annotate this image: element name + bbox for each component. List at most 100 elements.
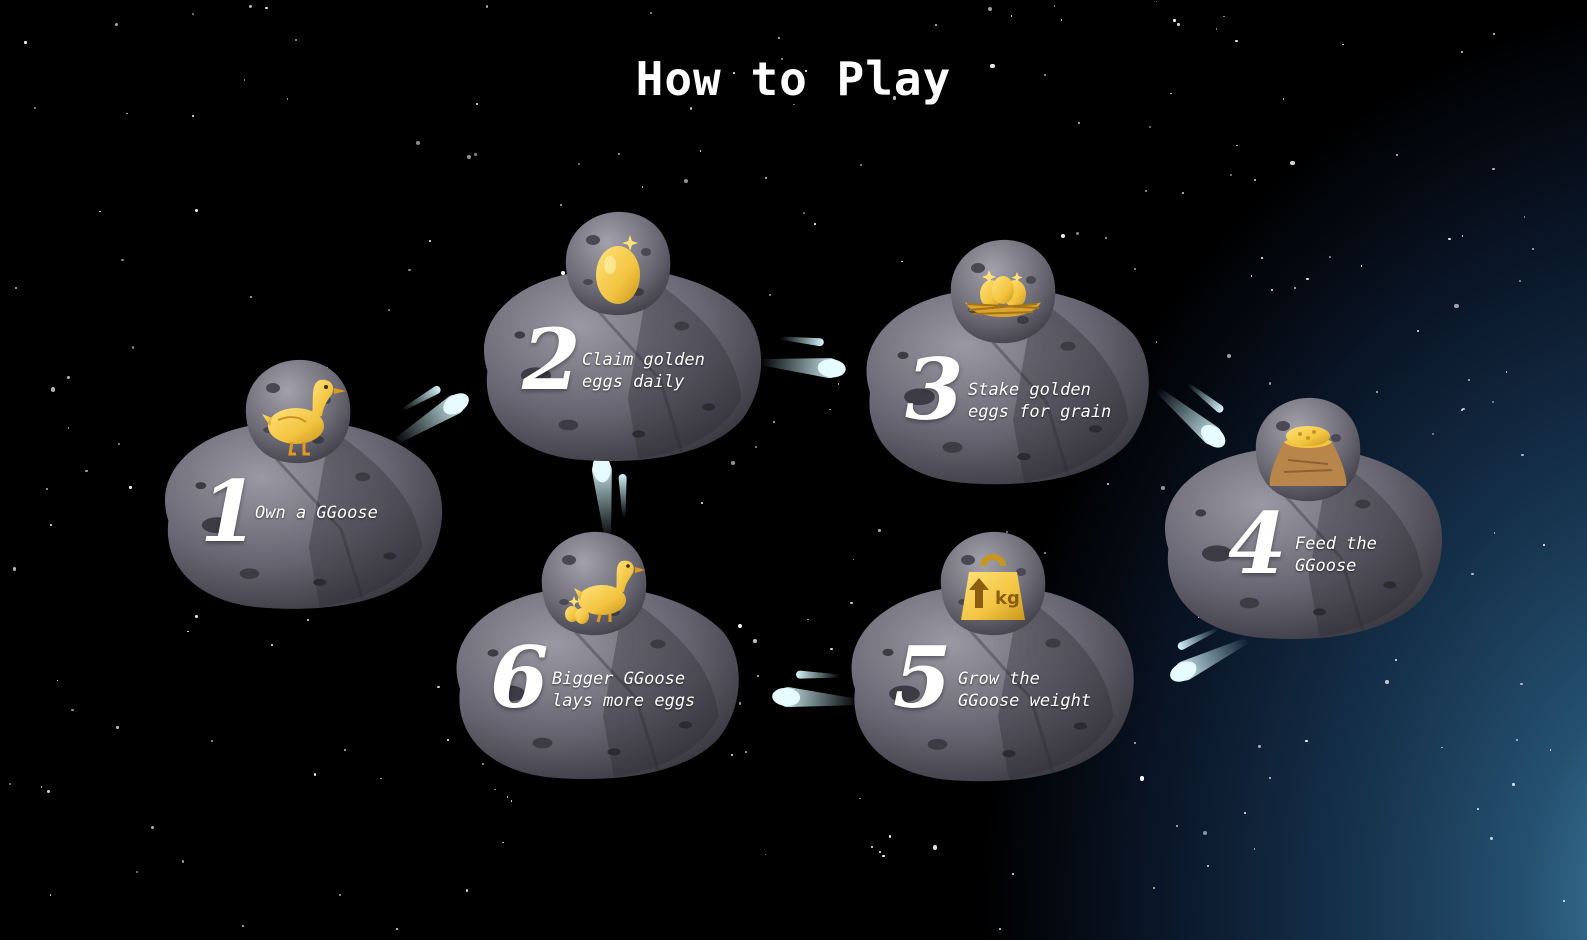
star: [814, 223, 816, 225]
star: [1173, 19, 1176, 22]
star: [871, 846, 873, 848]
comet-2-to-3: [759, 334, 847, 380]
star: [502, 841, 504, 844]
star: [765, 177, 768, 179]
star: [1077, 121, 1081, 124]
star: [987, 7, 992, 12]
star: [1060, 19, 1063, 22]
star: [1491, 401, 1494, 404]
star: [250, 296, 252, 298]
star: [1254, 179, 1257, 181]
star: [270, 644, 273, 647]
star: [1462, 407, 1465, 411]
star: [1229, 174, 1232, 176]
step-3-label: Stake golden eggs for grain: [968, 380, 1112, 422]
star: [428, 239, 431, 242]
star: [701, 501, 704, 504]
star: [265, 6, 268, 9]
star: [560, 271, 565, 276]
star: [1235, 39, 1238, 42]
star: [1384, 679, 1390, 684]
star: [494, 788, 497, 791]
star: [781, 58, 784, 61]
star: [33, 106, 36, 109]
star: [1521, 453, 1524, 456]
star: [888, 835, 892, 839]
star: [1305, 740, 1308, 743]
star: [699, 150, 702, 153]
star: [1461, 409, 1463, 411]
star: [465, 889, 469, 892]
star: [1543, 544, 1545, 546]
star: [1207, 865, 1209, 867]
star: [150, 825, 154, 829]
star: [99, 210, 101, 213]
star: [1176, 825, 1179, 828]
star: [129, 486, 132, 489]
star: [803, 211, 806, 214]
star: [1505, 370, 1508, 373]
star: [1467, 378, 1470, 382]
star: [641, 186, 644, 188]
star: [116, 726, 119, 729]
star: [805, 70, 807, 73]
star: [243, 79, 246, 82]
star: [24, 41, 27, 44]
star: [388, 308, 390, 311]
step-4-number: 4: [1228, 494, 1287, 593]
star: [338, 893, 341, 897]
star: [1477, 807, 1479, 810]
golden-goose-icon: [262, 379, 346, 456]
star: [1155, 0, 1158, 3]
star: [1396, 154, 1399, 157]
star: [126, 112, 128, 115]
star: [731, 461, 736, 466]
star: [476, 103, 478, 106]
star: [485, 5, 488, 8]
star: [1250, 275, 1253, 277]
star: [1460, 51, 1463, 54]
star: [684, 179, 689, 184]
star: [132, 346, 135, 349]
star: [879, 851, 881, 853]
star: [754, 446, 757, 448]
star: [295, 39, 298, 42]
star: [1222, 15, 1225, 18]
star: [1490, 837, 1493, 840]
star: [878, 529, 881, 532]
star: [481, 763, 485, 766]
step-6-label: Bigger GGoose lays more eggs: [552, 669, 696, 711]
star: [186, 630, 189, 633]
star: [181, 860, 184, 863]
star: [1197, 616, 1200, 619]
star: [1177, 23, 1180, 26]
star: [1244, 812, 1247, 814]
kg-label: kg: [995, 588, 1020, 609]
star: [71, 709, 74, 712]
step-6-number: 6: [490, 628, 549, 727]
star: [1268, 777, 1271, 780]
star: [379, 777, 382, 780]
star: [1454, 304, 1459, 309]
step-5-label: Grow the GGoose weight: [958, 669, 1092, 711]
kg-weight-icon: kg: [961, 554, 1025, 620]
star: [1493, 33, 1495, 35]
star: [192, 115, 194, 117]
star: [1395, 659, 1398, 661]
star: [1268, 382, 1271, 385]
star: [859, 797, 862, 800]
star: [1044, 552, 1046, 554]
star: [756, 675, 759, 678]
star: [1520, 683, 1523, 686]
star: [1290, 161, 1295, 166]
star: [830, 647, 833, 650]
page-title: How to Play: [635, 52, 952, 106]
star: [744, 750, 747, 753]
star: [850, 601, 853, 605]
star: [1270, 288, 1273, 291]
star: [753, 639, 758, 644]
star: [1342, 43, 1344, 46]
comet-6-to-2: [590, 453, 628, 541]
star: [1170, 92, 1172, 95]
star: [314, 773, 317, 776]
